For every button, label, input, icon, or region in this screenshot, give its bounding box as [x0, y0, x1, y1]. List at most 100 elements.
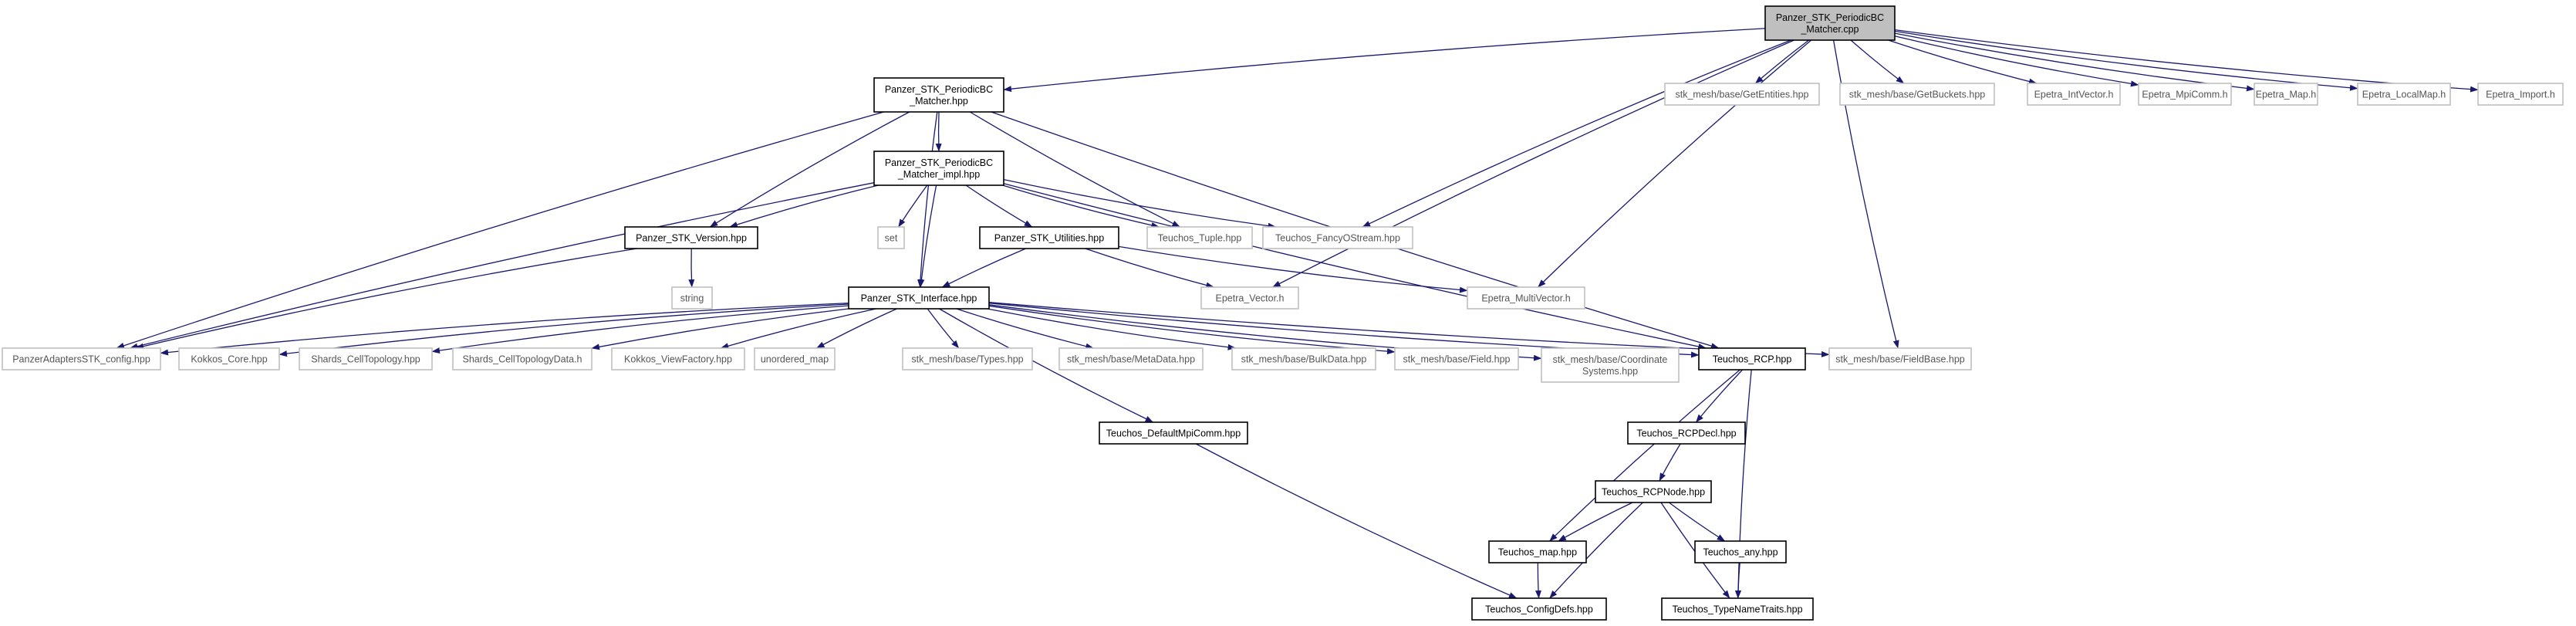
node-box: [1839, 83, 1995, 106]
node-label: Teuchos_any.hpp: [1703, 547, 1778, 558]
edge-n34-n37: [1549, 502, 1643, 599]
edge-n1-n16: [917, 111, 938, 288]
edge-n16-n19: [160, 302, 849, 356]
graph-node[interactable]: Teuchos_any.hpp: [1694, 540, 1787, 563]
node-box: [1764, 5, 1896, 41]
node-box: [1694, 540, 1787, 563]
graph-node[interactable]: Panzer_STK_Interface.hpp: [848, 286, 990, 310]
graph-node: stk_mesh/base/MetaData.hpp: [1058, 347, 1204, 371]
graph-node[interactable]: Teuchos_RCPNode.hpp: [1595, 480, 1712, 503]
edge-n34-n36: [1668, 502, 1726, 542]
node-label: Epetra_Vector.h: [1216, 293, 1285, 304]
edge-n0-n3: [1850, 39, 1905, 84]
node-label: unordered_map: [761, 354, 829, 365]
node-label: stk_mesh/base/Coordinate: [1553, 354, 1668, 365]
graph-node: Epetra_MultiVector.h: [1467, 286, 1585, 310]
graph-node: string: [671, 286, 713, 310]
graph-node: Teuchos_Tuple.hpp: [1146, 226, 1253, 249]
node-box: [902, 347, 1033, 371]
graph-node[interactable]: Teuchos_RCPDecl.hpp: [1627, 421, 1746, 445]
node-box: [2477, 83, 2564, 106]
graph-node: Shards_CellTopology.hpp: [299, 347, 433, 371]
node-box: [1595, 480, 1712, 503]
graph-node[interactable]: Teuchos_TypeNameTraits.hpp: [1661, 597, 1814, 621]
node-label: Panzer_STK_PeriodicBC: [885, 84, 993, 95]
node-label: stk_mesh/base/BulkData.hpp: [1241, 354, 1367, 365]
graph-node: stk_mesh/base/GetEntities.hpp: [1664, 83, 1820, 106]
node-layer: Panzer_STK_PeriodicBC_Matcher.cppPanzer_…: [2, 5, 2564, 621]
graph-node[interactable]: Panzer_STK_PeriodicBC_Matcher.cpp: [1764, 5, 1896, 41]
node-label: Epetra_MultiVector.h: [1481, 293, 1570, 304]
edge-n16-n32: [939, 308, 1154, 423]
graph-node: stk_mesh/base/Types.hpp: [902, 347, 1033, 371]
edge-n16-n24: [816, 308, 897, 349]
graph-node[interactable]: Panzer_STK_Utilities.hpp: [979, 226, 1119, 249]
edge-n0-n2: [1754, 39, 1810, 84]
node-box: [1664, 83, 1820, 106]
graph-node: Kokkos_ViewFactory.hpp: [611, 347, 745, 371]
edge-n9-n19: [130, 182, 875, 350]
graph-node: stk_mesh/base/GetBuckets.hpp: [1839, 83, 1995, 106]
node-box: [1146, 226, 1253, 249]
node-label: stk_mesh/base/GetEntities.hpp: [1675, 90, 1808, 100]
node-label: Teuchos_RCP.hpp: [1713, 354, 1792, 365]
node-box: [848, 286, 990, 310]
graph-node: Epetra_LocalMap.h: [2357, 83, 2451, 106]
edge-n16-n25: [927, 308, 960, 349]
node-label: Kokkos_Core.hpp: [191, 354, 267, 365]
node-label: _Matcher.hpp: [909, 96, 968, 107]
node-box: [1099, 421, 1248, 445]
graph-node: Epetra_Import.h: [2477, 83, 2564, 106]
node-box: [1394, 347, 1519, 371]
edge-n0-n17: [1272, 39, 1794, 288]
edge-n12-n17: [1085, 248, 1214, 289]
edge-n9-n14: [1003, 178, 1277, 229]
node-box: [178, 347, 280, 371]
node-box: [1471, 597, 1607, 621]
edge-n0-n14: [1362, 39, 1791, 228]
node-label: Teuchos_RCPDecl.hpp: [1636, 428, 1736, 439]
graph-node: PanzerAdaptersSTK_config.hpp: [2, 347, 161, 371]
graph-node[interactable]: Teuchos_ConfigDefs.hpp: [1471, 597, 1607, 621]
graph-node: Kokkos_Core.hpp: [178, 347, 280, 371]
node-box: [1627, 421, 1746, 445]
node-label: Teuchos_map.hpp: [1498, 547, 1577, 558]
graph-node[interactable]: Teuchos_RCP.hpp: [1698, 347, 1806, 371]
node-label: Teuchos_Tuple.hpp: [1158, 233, 1242, 244]
edge-n1-n19: [116, 111, 884, 349]
edge-n16-n23: [720, 308, 876, 350]
edge-n9-n30: [1003, 183, 1707, 350]
node-label: Shards_CellTopologyData.h: [463, 354, 582, 365]
edge-n32-n37: [1195, 443, 1518, 599]
node-box: [671, 286, 713, 310]
graph-node: stk_mesh/base/BulkData.hpp: [1231, 347, 1376, 371]
edge-n16-n26: [956, 308, 1094, 350]
graph-node[interactable]: Teuchos_DefaultMpiComm.hpp: [1099, 421, 1248, 445]
node-label: PanzerAdaptersSTK_config.hpp: [12, 354, 150, 365]
edge-n9-n12: [965, 184, 1033, 228]
graph-node[interactable]: Panzer_STK_Version.hpp: [624, 226, 758, 249]
node-label: Epetra_LocalMap.h: [2362, 90, 2446, 100]
edge-n9-n13: [1002, 184, 1160, 228]
node-label: Panzer_STK_Utilities.hpp: [994, 233, 1104, 244]
graph-node[interactable]: Panzer_STK_PeriodicBC_Matcher.hpp: [873, 77, 1004, 113]
node-label: Epetra_Import.h: [2486, 90, 2555, 100]
graph-node[interactable]: Panzer_STK_PeriodicBC_Matcher_impl.hpp: [873, 151, 1004, 186]
node-label: Teuchos_TypeNameTraits.hpp: [1672, 604, 1802, 615]
edge-n33-n34: [1659, 443, 1681, 482]
graph-node[interactable]: Teuchos_map.hpp: [1488, 540, 1587, 563]
edge-layer: [116, 28, 2479, 599]
node-box: [1231, 347, 1376, 371]
graph-node: stk_mesh/base/Field.hpp: [1394, 347, 1519, 371]
node-box: [1488, 540, 1587, 563]
graph-node: Teuchos_FancyOStream.hpp: [1262, 226, 1413, 249]
graph-node: Epetra_MpiComm.h: [2138, 83, 2232, 106]
node-label: Epetra_IntVector.h: [2034, 90, 2114, 100]
node-label: stk_mesh/base/Types.hpp: [911, 354, 1023, 365]
node-box: [754, 347, 836, 371]
edge-n12-n18: [1118, 245, 1468, 293]
node-label: stk_mesh/base/MetaData.hpp: [1067, 354, 1195, 365]
edge-n0-n4: [1888, 39, 2038, 85]
node-box: [1262, 226, 1413, 249]
